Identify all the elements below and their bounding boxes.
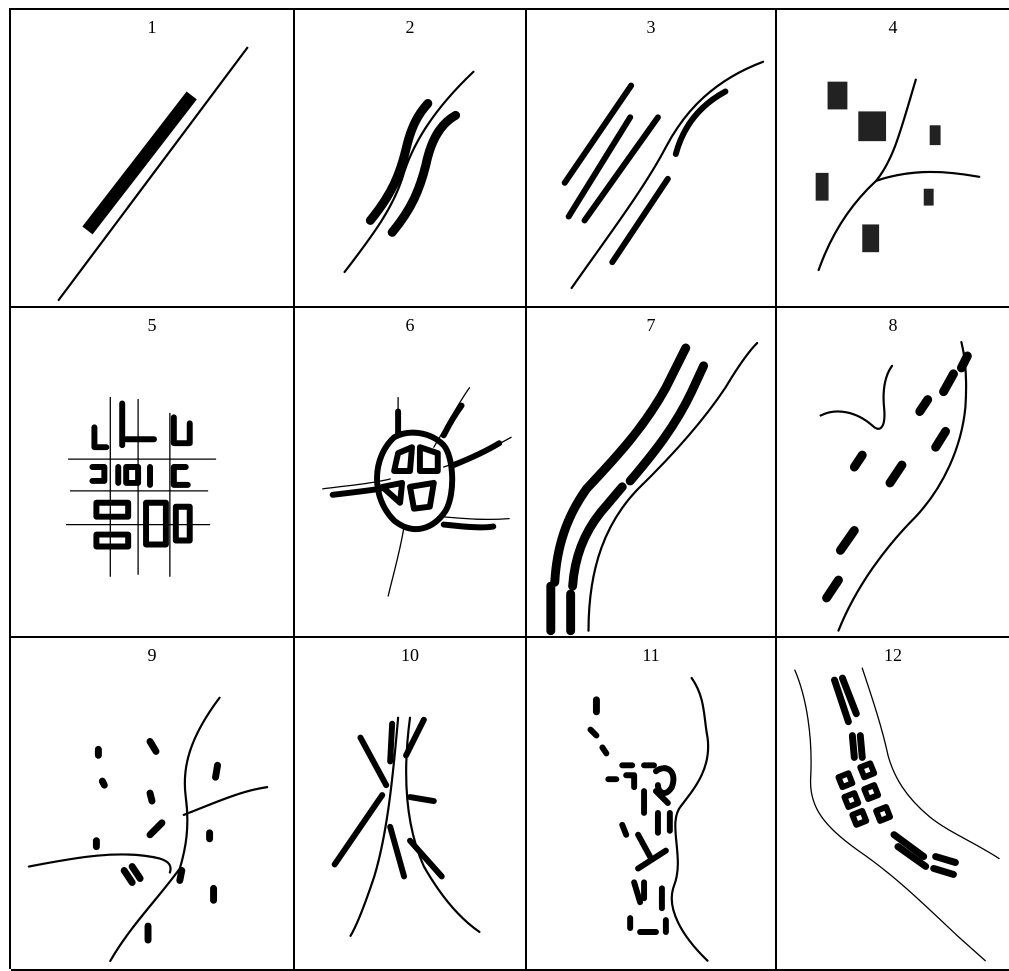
panel-5: 5	[11, 308, 295, 638]
panel-10: 10	[295, 638, 527, 971]
grid-street-network-sketch	[11, 308, 293, 636]
panel-2: 2	[295, 10, 527, 308]
panel-7: 7	[527, 308, 777, 638]
panel-4: 4	[777, 10, 1009, 308]
curved-road-multiple-strips-sketch	[527, 308, 775, 636]
road-parallel-strips-sketch	[527, 10, 775, 306]
panel-12: 12	[777, 638, 1009, 971]
panel-11: 11	[527, 638, 777, 971]
radial-junction-settlement-sketch	[295, 308, 525, 636]
winding-road-offset-blocks-sketch	[777, 308, 1009, 636]
panel-3: 3	[527, 10, 777, 308]
panel-9: 9	[11, 638, 295, 971]
branching-roads-dispersed-blocks-sketch	[11, 638, 293, 969]
panel-6: 6	[295, 308, 527, 638]
panel-1: 1	[11, 10, 295, 308]
settlement-pattern-grid: 1 2 3 4	[9, 8, 1009, 969]
panel-8: 8	[777, 308, 1009, 638]
converging-roads-diagonal-strips-sketch	[295, 638, 525, 969]
river-valley-aligned-blocks-sketch	[777, 638, 1009, 969]
road-double-strip-sketch	[295, 10, 525, 306]
linear-road-single-strip-sketch	[11, 10, 293, 306]
branching-road-scattered-blocks-sketch	[777, 10, 1009, 306]
river-irregular-cluster-sketch	[527, 638, 775, 969]
